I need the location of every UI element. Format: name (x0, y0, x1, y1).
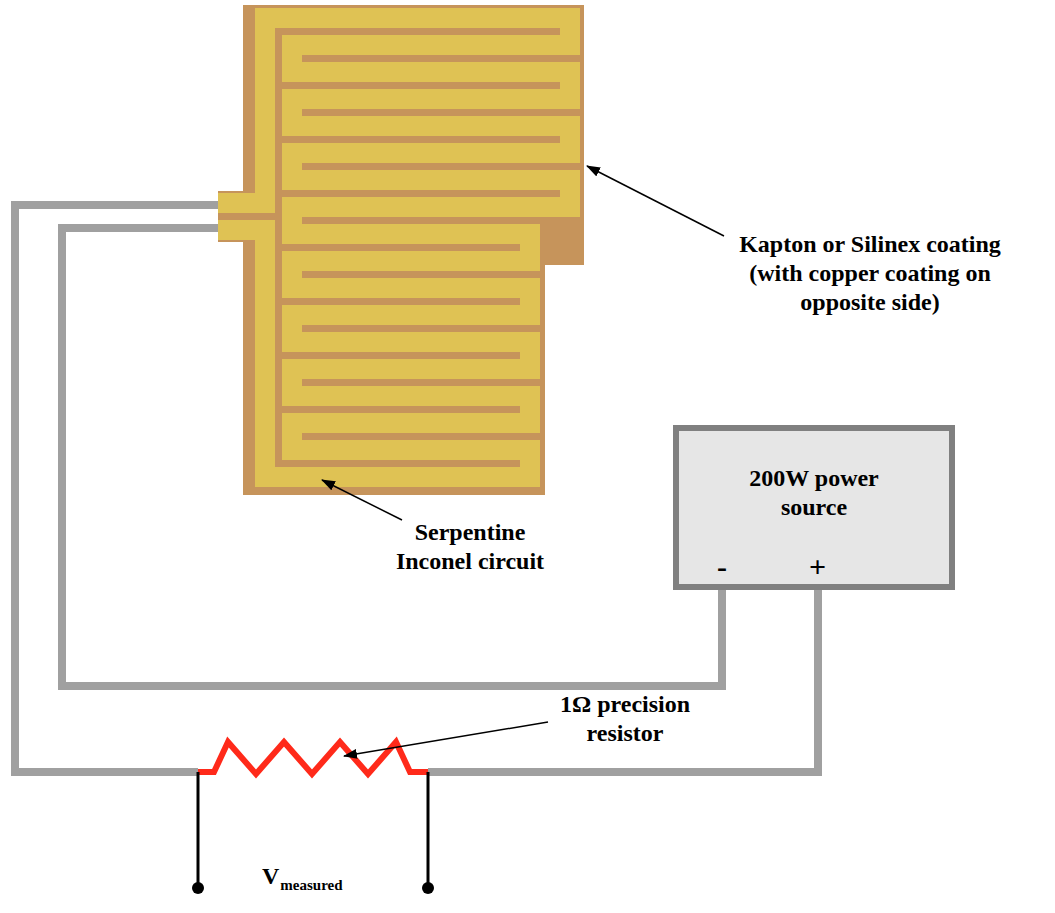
text-holder: + (809, 552, 826, 582)
leader-line (322, 480, 402, 520)
terminal-label: - (717, 552, 727, 582)
label-holder: V (262, 862, 279, 891)
callout-label: 1Ω precision resistor (550, 690, 700, 748)
signal-subscript: measured (280, 876, 342, 894)
probe-lead (197, 772, 200, 886)
text-holder: - (717, 552, 727, 582)
probe-terminal (192, 882, 204, 894)
wire (62, 228, 722, 686)
leader-line (587, 166, 724, 236)
probe-terminal (422, 882, 434, 894)
callout-label: Serpentine Inconel circuit (390, 518, 550, 576)
label-holder: measured (280, 876, 342, 894)
text-holder: 200W power source (739, 464, 889, 522)
label-holder: 1Ω precision resistor (550, 690, 700, 748)
resistor-symbol (198, 742, 428, 774)
power-source-box: 200W power source- + (673, 425, 955, 590)
signal-name: V (262, 862, 279, 891)
wire (428, 582, 818, 772)
leader-line (344, 722, 548, 756)
probe-lead (427, 772, 430, 886)
box-title: 200W power source (739, 464, 889, 522)
label-holder: Serpentine Inconel circuit (390, 518, 550, 576)
terminal-label: + (809, 552, 826, 582)
label-holder: Kapton or Silinex coating (with copper c… (730, 230, 1010, 316)
serpentine-circuit (218, 18, 570, 477)
callout-label: Kapton or Silinex coating (with copper c… (730, 230, 1010, 316)
heater-substrate (218, 5, 584, 495)
